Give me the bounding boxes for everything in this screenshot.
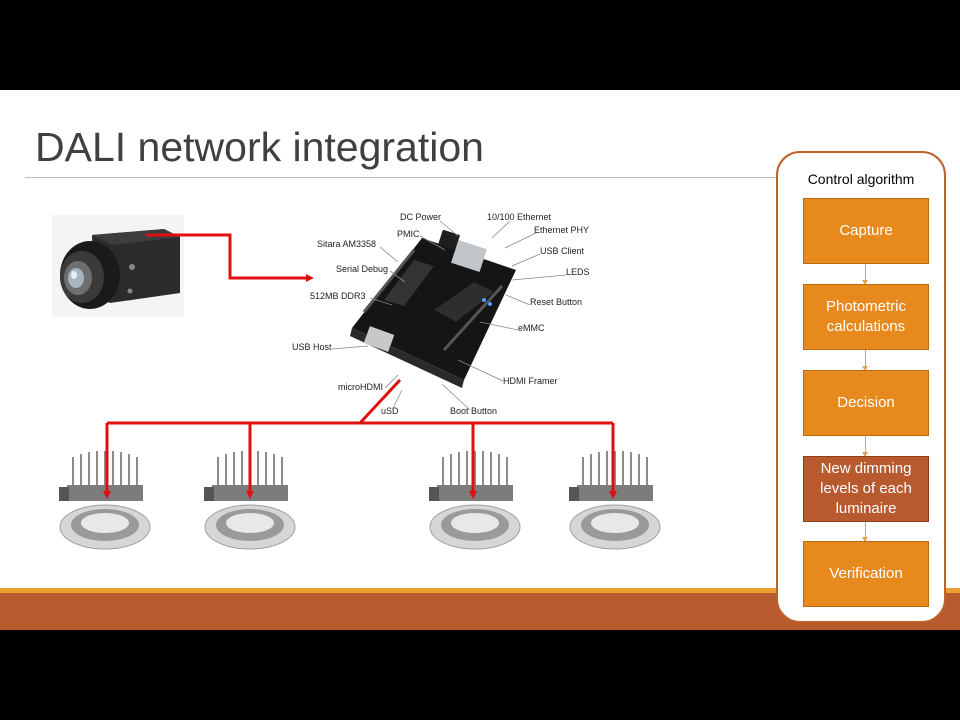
camera-to-board-arrow xyxy=(146,233,314,282)
control-algorithm-panel: Control algorithm Capture Photometric ca… xyxy=(776,151,946,623)
label-reset-button: Reset Button xyxy=(530,297,583,307)
connector-arrow xyxy=(862,350,868,371)
leader-pmic xyxy=(419,235,446,251)
step-new-dimming-levels: New dimming levels of each luminaire xyxy=(803,456,929,522)
label-leds: LEDS xyxy=(566,267,590,277)
luminaire-icon xyxy=(59,451,151,550)
algorithm-title: Control algorithm xyxy=(807,171,915,187)
connector-arrow xyxy=(862,264,868,285)
leader-boot-button xyxy=(441,383,471,411)
step-decision: Decision xyxy=(803,370,929,436)
slide: DALI network integration DC Power 10/100… xyxy=(0,90,960,630)
label-usb-client: USB Client xyxy=(540,246,585,256)
leader-dc-power xyxy=(439,220,459,237)
label-boot-button: Boot Button xyxy=(450,406,498,416)
label-emmc: eMMC xyxy=(518,323,545,333)
leader-ddr3 xyxy=(369,297,393,306)
label-sitara: Sitara AM3358 xyxy=(317,239,377,249)
leader-serial-debug xyxy=(389,270,406,283)
board-icon xyxy=(350,230,516,388)
board-to-bus-line xyxy=(358,378,402,425)
leader-emmc xyxy=(479,321,519,331)
step-verification: Verification xyxy=(803,541,929,607)
label-serial-debug: Serial Debug xyxy=(336,264,389,274)
connector-arrow xyxy=(862,522,868,542)
leader-usb-host xyxy=(331,345,369,350)
leader-leds xyxy=(511,274,567,281)
label-hdmi-framer: HDMI Framer xyxy=(503,376,558,386)
label-usb-host: USB Host xyxy=(292,342,332,352)
footer-accent-line xyxy=(0,588,960,593)
leader-micro-hdmi xyxy=(384,374,399,389)
step-capture: Capture xyxy=(803,198,929,264)
label-dc-power: DC Power xyxy=(400,212,442,222)
label-ethernet-phy: Ethernet PHY xyxy=(534,225,590,235)
leader-ethernet xyxy=(491,220,511,239)
connector-arrow xyxy=(862,436,868,457)
label-ethernet: 10/100 Ethernet xyxy=(487,212,552,222)
title-divider xyxy=(25,177,785,178)
luminaire-icon xyxy=(569,451,661,550)
leader-sitara xyxy=(379,246,399,263)
slide-title: DALI network integration xyxy=(35,124,484,170)
label-ddr3: 512MB DDR3 xyxy=(310,291,366,301)
label-micro-hdmi: microHDMI xyxy=(338,382,383,392)
leader-reset-button xyxy=(505,294,531,306)
step-photometric-calculations: Photometric calculations xyxy=(803,284,929,350)
leader-hdmi-framer xyxy=(457,359,504,382)
leader-usb-client xyxy=(511,253,541,267)
label-usd: uSD xyxy=(381,406,399,416)
board-leader-lines xyxy=(331,220,567,411)
label-pmic: PMIC xyxy=(397,229,420,239)
dali-connectors xyxy=(103,233,617,499)
leader-usd xyxy=(391,389,403,411)
camera-icon xyxy=(52,215,184,317)
leader-ethernet-phy xyxy=(504,232,537,249)
